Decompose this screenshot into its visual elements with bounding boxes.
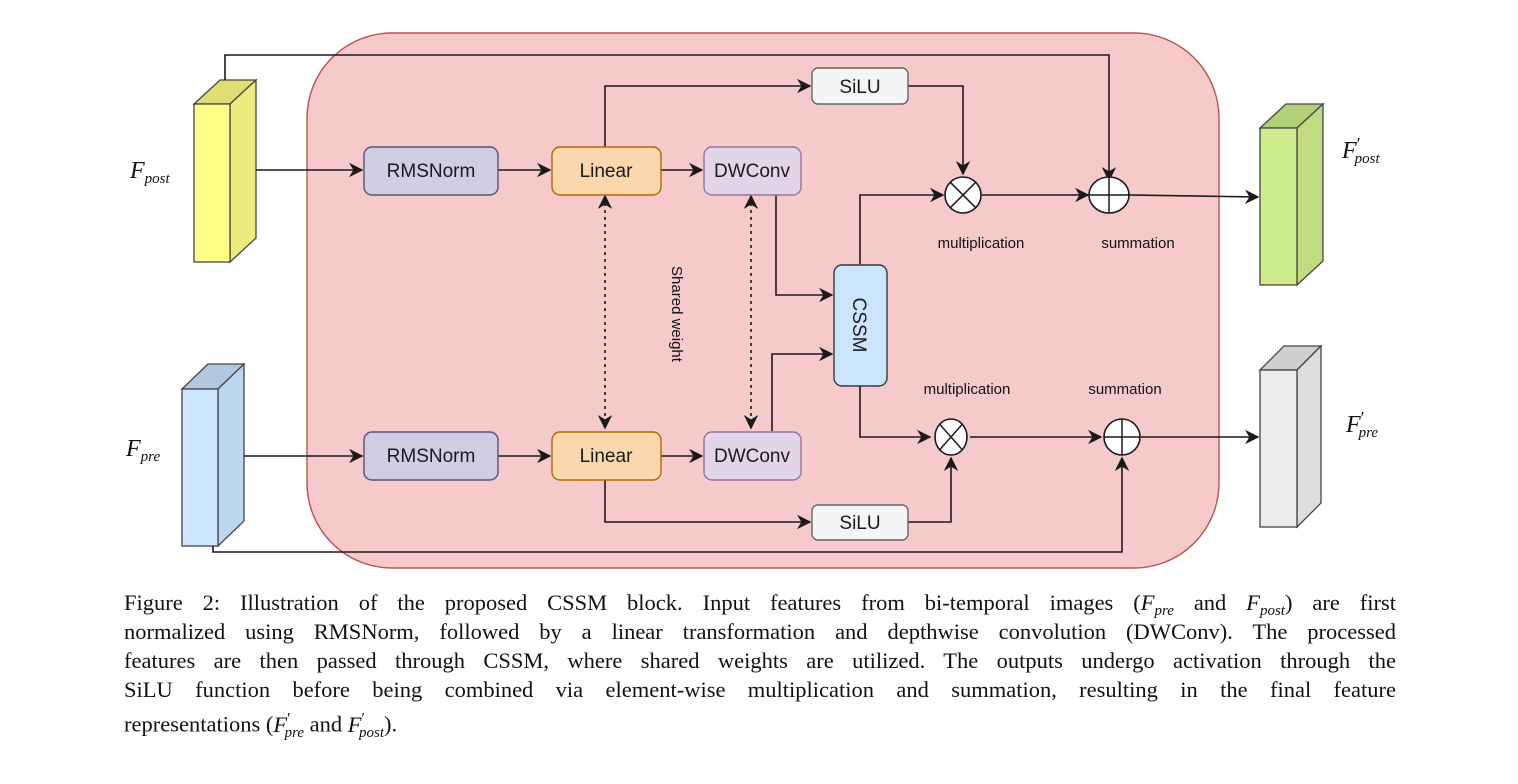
multiplication-bottom-label: multiplication <box>924 381 1011 398</box>
caption-line: representations (F′pre and F′post). <box>124 710 398 741</box>
caption-line: Figure 2: Illustration of the proposed C… <box>124 590 1396 619</box>
summation-bottom-label: summation <box>1088 381 1161 398</box>
skip-connection-pre <box>212 456 1130 553</box>
edge-cssm-to-mult-bottom <box>859 386 932 445</box>
output-pre-label: F′pre <box>1345 408 1378 441</box>
cssm-block-diagram: Fpost Fpre F′post F′pre <box>125 32 1380 569</box>
math-symbol: F′pre <box>273 710 305 741</box>
figure-caption: Figure 2: Illustration of the proposed C… <box>124 588 1396 741</box>
svg-text:Linear: Linear <box>580 446 633 467</box>
multiplication-bottom-operator <box>934 418 968 456</box>
silu-bottom-node: SiLU <box>811 504 909 541</box>
input-feature-pre <box>180 362 246 548</box>
summation-top-operator <box>1088 176 1130 214</box>
multiplication-top-label: multiplication <box>938 235 1025 252</box>
cssm-node: CSSM <box>833 264 888 387</box>
svg-text:Linear: Linear <box>580 161 633 182</box>
output-feature-post <box>1258 102 1325 287</box>
output-post-label: F′post <box>1341 134 1380 167</box>
edge-cssm-to-mult-top <box>859 187 945 264</box>
math-symbol: Fpost <box>1246 590 1285 619</box>
svg-text:CSSM: CSSM <box>848 298 869 353</box>
rmsnorm-top-node: RMSNorm <box>363 146 499 196</box>
input-pre-label: Fpre <box>125 436 160 465</box>
multiplication-top-operator <box>944 176 982 214</box>
edge-sum-to-output-post <box>1128 189 1260 204</box>
linear-bottom-node: Linear <box>551 431 662 481</box>
caption-line: SiLU function before being combined via … <box>124 677 1396 702</box>
svg-text:RMSNorm: RMSNorm <box>387 446 476 467</box>
edge-silu-to-mult-bottom <box>908 456 959 523</box>
math-symbol: Fpre <box>1140 590 1174 619</box>
summation-bottom-operator <box>1103 418 1141 456</box>
edge-linear-to-silu-bottom <box>604 480 812 530</box>
dwconv-bottom-node: DWConv <box>703 431 802 481</box>
input-feature-post <box>192 78 258 264</box>
silu-top-node: SiLU <box>811 67 909 105</box>
caption-line: features are then passed through CSSM, w… <box>124 648 1396 673</box>
output-feature-pre <box>1258 344 1323 529</box>
dwconv-top-node: DWConv <box>703 146 802 196</box>
skip-connection-post <box>224 54 1117 182</box>
edge-dwconv-bottom-to-cssm <box>771 346 834 431</box>
linear-top-node: Linear <box>551 146 662 196</box>
caption-line: normalized using RMSNorm, followed by a … <box>124 619 1396 644</box>
rmsnorm-bottom-node: RMSNorm <box>363 431 499 481</box>
input-post-label: Fpost <box>129 158 171 187</box>
svg-text:SiLU: SiLU <box>839 513 880 534</box>
cssm-block-container <box>306 32 1220 569</box>
edge-linear-to-silu-top <box>604 78 812 147</box>
svg-text:RMSNorm: RMSNorm <box>387 161 476 182</box>
svg-text:SiLU: SiLU <box>839 77 880 98</box>
edge-dwconv-top-to-cssm <box>775 195 834 303</box>
math-symbol: F′post <box>347 710 385 741</box>
edge-silu-to-mult-top <box>908 85 971 176</box>
svg-text:DWConv: DWConv <box>714 161 791 182</box>
summation-top-label: summation <box>1101 235 1174 252</box>
svg-text:DWConv: DWConv <box>714 446 791 467</box>
shared-weight-label: Shared weight <box>668 266 685 363</box>
